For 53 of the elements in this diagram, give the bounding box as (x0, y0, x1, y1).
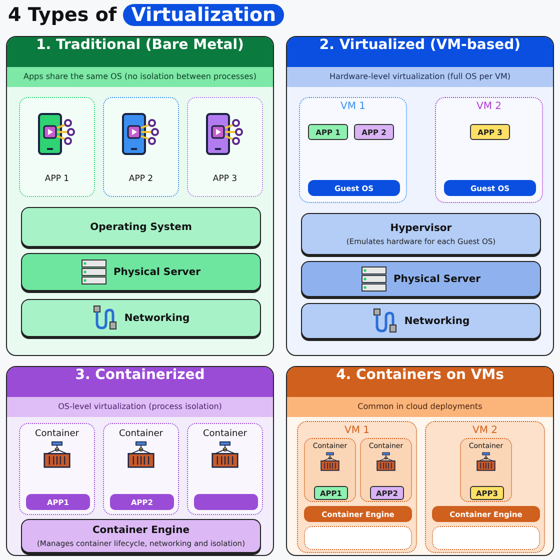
layer-box (21, 299, 261, 337)
title: 4 Types of Virtualization (8, 4, 284, 26)
container-box (460, 438, 512, 502)
vm-box (299, 97, 407, 203)
layer-box (301, 213, 541, 255)
vm-label: VM 2 (475, 101, 502, 112)
layer-label: Operating System (90, 222, 192, 232)
container-box (187, 423, 263, 515)
panel-card (286, 36, 554, 356)
layer-label: Hypervisor (390, 222, 452, 234)
vm-box (425, 421, 545, 553)
panel-header: 3. Containerized (7, 367, 273, 397)
app-label: APP 1 (44, 174, 70, 184)
panel-subtitle: OS-level virtualization (process isolation) (7, 397, 273, 417)
panel-card (286, 366, 554, 556)
layer-box (301, 261, 541, 297)
container-label: Container (118, 429, 164, 439)
app-tag (194, 494, 258, 510)
layer-label: Container Engine (92, 524, 190, 536)
app-box (103, 97, 179, 197)
layer-label: Networking (124, 312, 190, 324)
guest-os-box (432, 526, 540, 550)
vm-label: VM 1 (343, 425, 370, 436)
layer-box (21, 519, 261, 553)
layer-label: Networking (404, 316, 470, 326)
app-box (19, 97, 95, 197)
layer-box (21, 253, 261, 291)
panel-header: 2. Virtualized (VM-based) (287, 37, 553, 67)
container-label: Container (202, 429, 248, 439)
vm-box (435, 97, 543, 203)
container-box (304, 438, 356, 502)
app-label: APP 3 (212, 174, 238, 184)
layer-box (301, 303, 541, 339)
panel-card (6, 366, 274, 556)
container-label: Container (34, 429, 80, 439)
panel-subtitle: Apps share the same OS (no isolation between processes) (7, 67, 273, 87)
vm-label: VM 1 (339, 101, 366, 112)
app-label: APP 2 (128, 174, 154, 184)
vm-label: VM 2 (471, 425, 498, 436)
panel-header: 1. Traditional (Bare Metal) (7, 37, 273, 67)
panel-header: 4. Containers on VMs (287, 367, 553, 397)
panel-card (6, 36, 274, 356)
panel-subtitle: Hardware-level virtualization (full OS per VM) (287, 67, 553, 87)
container-box (360, 438, 412, 502)
guest-os-box (304, 526, 412, 550)
panel-subtitle: Common in cloud deployments (287, 397, 553, 417)
layer-label: Physical Server (113, 266, 201, 278)
vm-box (297, 421, 417, 553)
app-box (187, 97, 263, 197)
layer-label: Physical Server (393, 274, 481, 284)
container-box (19, 423, 95, 515)
container-box (103, 423, 179, 515)
layer-box (21, 207, 261, 247)
